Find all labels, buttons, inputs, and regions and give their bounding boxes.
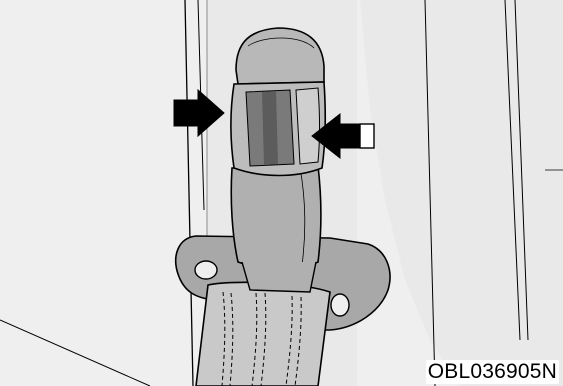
height-adjuster-icon	[231, 28, 325, 292]
seat-belt-webbing-icon	[196, 282, 330, 386]
image-reference-code: OBL036905N	[426, 360, 559, 384]
